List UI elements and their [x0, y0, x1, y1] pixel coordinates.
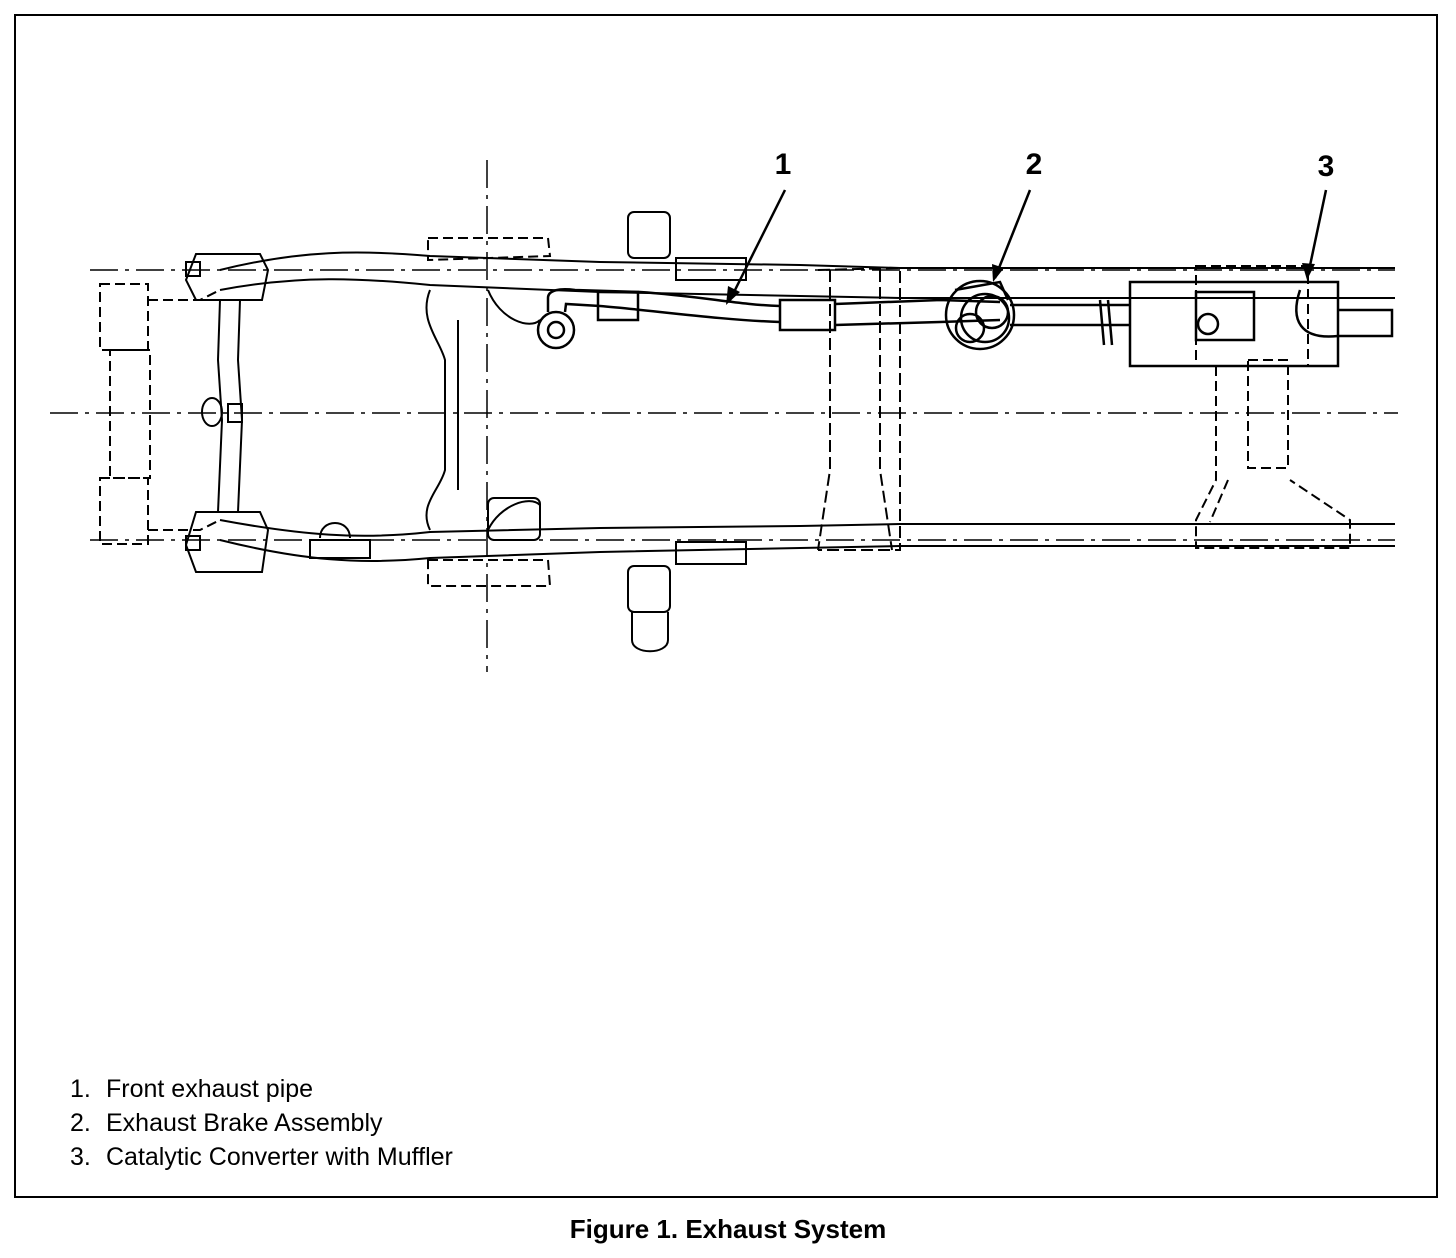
callout-leaders [728, 189, 1328, 301]
exhaust-brake-assembly [944, 279, 1130, 351]
callout-3: 3 [1318, 150, 1335, 183]
second-crossmember [425, 237, 552, 587]
legend-item: 1.Front exhaust pipe [70, 1075, 314, 1103]
centerlines [50, 160, 1398, 672]
callout-2: 2 [1026, 148, 1043, 181]
callout-arrowheads [726, 263, 1315, 305]
figure-caption: Figure 1. Exhaust System [569, 1214, 887, 1244]
rear-axle [1195, 265, 1351, 549]
catalytic-converter-muffler [1128, 280, 1394, 368]
callout-1: 1 [775, 148, 792, 181]
frame-rails [219, 251, 1395, 562]
legend-item: 3.Catalytic Converter with Muffler [70, 1143, 453, 1171]
legend: 1.Front exhaust pipe 2.Exhaust Brake Ass… [70, 1072, 453, 1174]
body-mounts [627, 211, 747, 653]
figure-frame [14, 14, 1438, 1198]
front-axle [184, 253, 371, 573]
legend-item: 2.Exhaust Brake Assembly [70, 1109, 383, 1137]
mid-crossmember [817, 266, 901, 551]
